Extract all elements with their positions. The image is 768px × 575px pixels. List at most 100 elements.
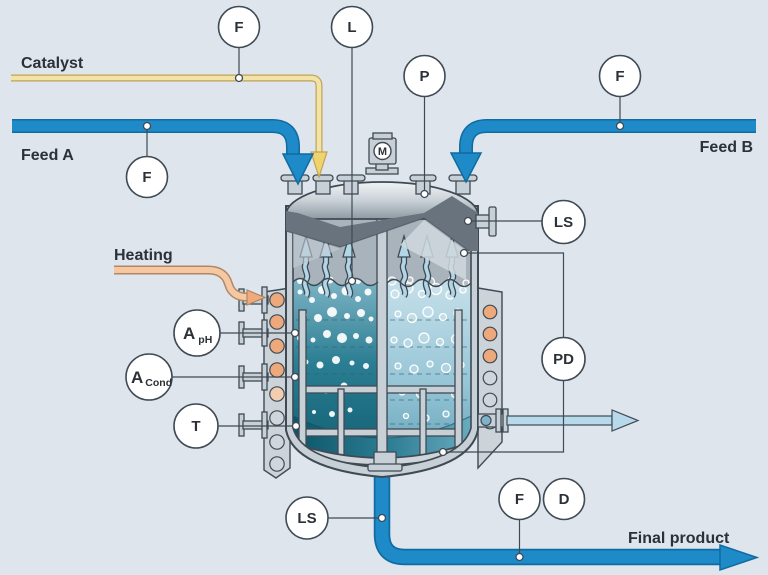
final-product-pipe [373,471,760,572]
instrument-flow-feed-b: F [598,54,642,98]
connection-dot [615,121,625,131]
nozzle-flange [336,174,366,182]
instrument-level: L [330,5,374,49]
catalyst-label: Catalyst [21,55,84,72]
svg-text:LS: LS [554,214,573,231]
jacket-port [269,314,285,330]
connection-dot [463,216,473,226]
svg-text:F: F [615,68,624,85]
agitator-shaft [376,210,388,465]
bubble [332,356,340,364]
bubble [316,361,324,369]
jacket-port [269,456,285,472]
svg-text:F: F [234,19,243,36]
instrument-lines [146,47,621,553]
heating-label: Heating [114,247,173,264]
jacket-port [269,410,285,426]
jacket-port [269,434,285,450]
svg-text:LS: LS [297,510,316,527]
side-outlet-pipe [477,408,640,433]
connection-dot [515,552,524,562]
bubble [297,278,303,284]
vessel-dome [285,181,479,280]
bubble [402,412,410,420]
svg-text:L: L [347,19,356,36]
bubble [314,314,322,322]
feed-a-label: Feed A [21,147,74,164]
bubble [422,306,434,318]
bubble [312,410,316,414]
connection-dot [420,189,429,199]
feed-b-pipe [449,119,756,184]
instrument-flow-feed-a: F [125,155,169,199]
bubble [349,360,355,366]
bubble [353,333,359,339]
bubble [309,297,315,303]
top-nozzles [280,174,478,195]
instrument-pressure-differential: PD [541,336,586,382]
liquid-right [387,279,471,468]
bubble [394,362,402,370]
instrument-pressure: P [403,54,446,98]
bubble [297,289,303,295]
svg-text:PD: PD [553,351,574,368]
instrument-temperature: T [173,403,219,449]
connection-dot [459,248,469,258]
jacket-port [269,386,285,402]
jacket-port [482,348,498,364]
bubble [347,407,353,413]
connection-dot [290,328,300,338]
nozzle-flange [261,286,268,314]
liquid-surface [386,278,471,288]
nozzle-pipe [343,179,359,195]
bubble [390,289,400,299]
connection-dot [347,276,357,286]
svg-text:F: F [515,491,524,508]
bubble [355,296,361,302]
nozzle-flange [312,174,334,182]
bubble [337,333,347,343]
jacket-ports [269,292,498,472]
nozzle-pipe [242,420,269,430]
connection-dot [142,121,152,131]
instrument-flow-product: F [498,477,541,521]
reactor-vessel: M [238,132,640,479]
feed-b-label: Feed B [700,139,753,156]
heating-pipe [114,265,267,306]
final-product-label: Final product [628,530,730,547]
connection-dot [291,421,301,431]
svg-text:F: F [142,169,151,186]
instrument-density: D [542,477,586,521]
motor-label: M [378,146,387,158]
bubble [418,332,430,344]
connection-dots [142,73,625,562]
bubble [368,316,374,322]
bottom-outlet-nozzle [367,451,403,472]
nozzle-pipe [315,179,331,195]
agitator-motor: M [365,132,399,175]
bubble [403,338,413,348]
heating-arrow-icon [246,289,267,306]
jacket-port [269,362,285,378]
catalyst-arrow-icon [310,151,328,179]
nozzle-pipe [287,179,303,195]
jacket-port [482,370,498,386]
catalyst-pipe [11,74,328,179]
instrument-level-switch-top: LS [541,199,586,245]
feed-a-arrow-icon [281,153,315,186]
bubble [390,336,398,344]
bubble [331,293,337,299]
bubble [442,410,450,418]
svg-text:D: D [559,491,570,508]
liquid-surface [293,277,379,287]
svg-text:T: T [191,418,200,435]
bubble [417,289,427,299]
bubble [357,309,365,317]
bubble [329,411,335,417]
jacket-port [269,338,285,354]
bubble [364,288,372,296]
